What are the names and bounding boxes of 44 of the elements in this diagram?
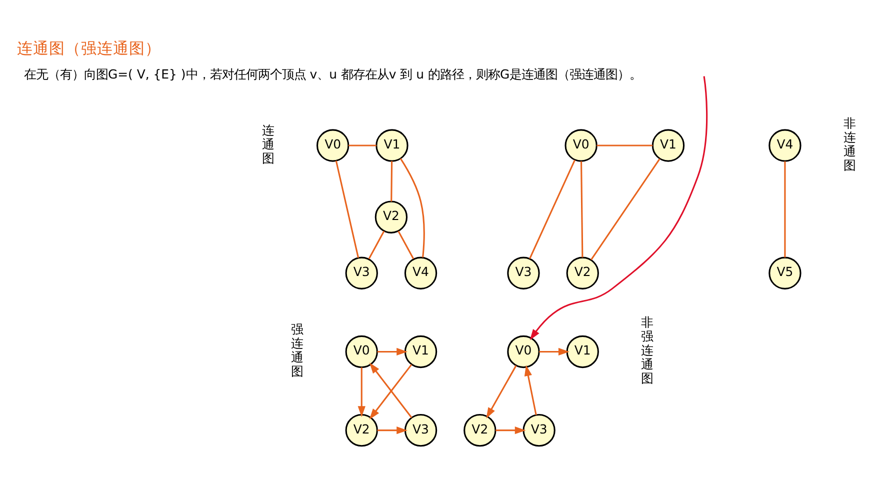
connector — [335, 160, 360, 258]
node-circle: V3 — [404, 414, 438, 447]
node-circle: V3 — [522, 414, 556, 447]
connector — [580, 161, 584, 258]
arrow — [539, 348, 570, 356]
arrow — [358, 367, 366, 418]
arrow — [524, 365, 537, 416]
label: 非连通图 — [844, 115, 856, 172]
node-circle: V1 — [652, 129, 685, 162]
connector — [348, 144, 376, 146]
node-circle: V3 — [507, 256, 540, 290]
node-circle: V1 — [404, 335, 438, 368]
node-circle: V2 — [566, 256, 599, 290]
connector — [368, 230, 385, 260]
connector — [529, 160, 576, 259]
label: 非强连通图 — [641, 314, 654, 386]
label: 连通图 — [262, 122, 274, 166]
connector — [398, 230, 414, 260]
label: 强连通图 — [291, 322, 304, 379]
connector — [590, 158, 660, 260]
connector — [596, 144, 653, 146]
connector — [390, 161, 393, 202]
arrow — [377, 348, 408, 356]
connector — [784, 161, 786, 258]
node-circle: V4 — [768, 129, 802, 162]
arrow — [496, 426, 526, 434]
node-circle: V4 — [404, 256, 438, 290]
arrow — [486, 365, 517, 418]
node-circle: V0 — [507, 335, 540, 368]
node-circle: V0 — [345, 335, 378, 368]
node-circle: V2 — [374, 200, 408, 234]
node-circle: V2 — [464, 414, 496, 447]
node-circle: V2 — [345, 414, 378, 447]
node-circle: V3 — [345, 256, 378, 290]
connector — [400, 158, 425, 258]
node-circle: V5 — [768, 256, 802, 290]
diagram-title: 连通图（强连通图） — [16, 40, 161, 58]
node-circle: V0 — [564, 129, 598, 162]
arrow — [530, 76, 708, 340]
arrow — [377, 426, 408, 434]
node-circle: V1 — [376, 129, 408, 162]
node-circle: V1 — [566, 335, 599, 368]
node-circle: V0 — [316, 129, 350, 162]
label: 在无（有）向图G=( V, {E} )中，若对任何两个顶点 v、u 都存在从v 到 u 的路径，则称G是连通图（强连通图）。 — [24, 66, 642, 82]
